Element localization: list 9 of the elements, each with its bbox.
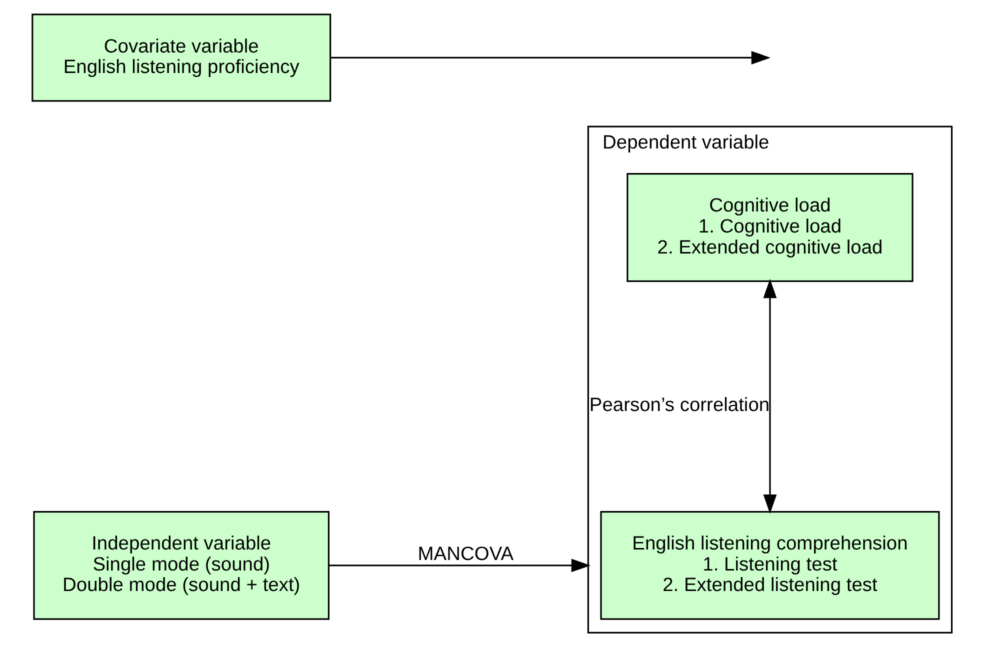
arrow xyxy=(762,278,776,514)
node-box: Cognitive load 1. Cognitive load 2. Extended cognitive load xyxy=(626,173,913,282)
node-box: English listening comprehension 1. Listening test 2. Extended listening test xyxy=(600,511,940,620)
edge-label: Pearson’s correlation xyxy=(588,394,770,416)
arrow xyxy=(328,558,590,572)
node-box: Covariate variable English listening proficiency xyxy=(31,14,331,102)
arrow xyxy=(330,50,770,64)
edge-label: MANCOVA xyxy=(417,544,514,566)
node-box: Independent variable Single mode (sound) Double mode (sound + text) xyxy=(32,511,330,620)
